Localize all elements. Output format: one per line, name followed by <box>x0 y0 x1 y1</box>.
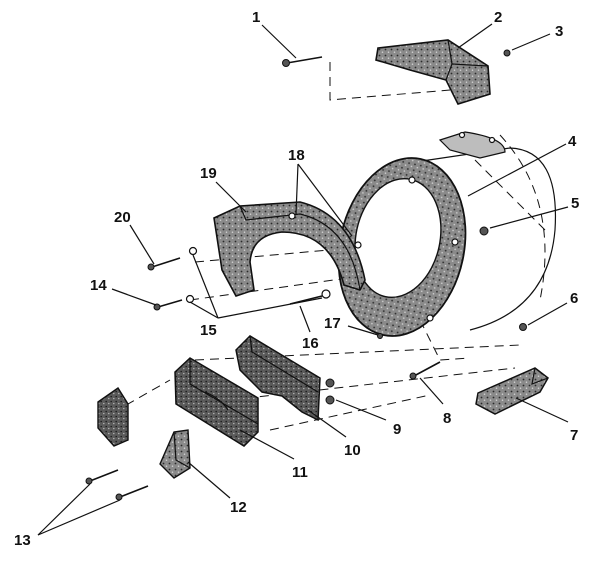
part-2-bracket <box>375 39 491 105</box>
part-20-bolt <box>147 257 181 271</box>
part-3-nut <box>503 49 511 57</box>
part-15-washers <box>185 246 198 304</box>
callout-2: 2 <box>494 9 502 26</box>
part-7-clip <box>475 367 549 415</box>
assembly-lines <box>99 62 546 431</box>
callout-16: 16 <box>302 335 319 352</box>
callout-1: 1 <box>252 9 260 26</box>
part-13-bolts <box>85 469 149 501</box>
callout-4: 4 <box>568 133 577 150</box>
part-1-bolt <box>282 56 323 67</box>
callout-7: 7 <box>570 427 578 444</box>
callout-10: 10 <box>344 442 361 459</box>
callout-12: 12 <box>230 499 247 516</box>
callout-15: 15 <box>200 322 217 339</box>
callout-20: 20 <box>114 209 131 226</box>
callout-numbers: 1 2 3 4 5 6 7 8 9 10 11 12 13 14 15 16 1… <box>14 9 579 549</box>
callout-18: 18 <box>288 147 305 164</box>
part-5-nut <box>479 226 489 236</box>
part-6-nut <box>519 323 527 331</box>
callout-6: 6 <box>570 290 578 307</box>
callout-9: 9 <box>393 421 401 438</box>
part-12-small-bracket <box>159 429 191 479</box>
part-10-plate <box>235 335 321 422</box>
part-11-block <box>174 357 259 447</box>
callout-14: 14 <box>90 277 107 294</box>
part-4-drum-housing <box>337 131 557 337</box>
left-side-bracket <box>97 387 129 447</box>
part-16-bolt <box>289 289 331 305</box>
callout-3: 3 <box>555 23 563 40</box>
part-14-bolt <box>153 299 183 311</box>
part-9-nuts <box>325 378 335 405</box>
callout-17: 17 <box>324 315 341 332</box>
callout-8: 8 <box>443 410 451 427</box>
part-19-arch-bracket <box>213 201 366 297</box>
callout-11: 11 <box>292 464 308 481</box>
callout-19: 19 <box>200 165 217 182</box>
callout-13: 13 <box>14 532 31 549</box>
leader-lines <box>37 23 569 536</box>
callout-5: 5 <box>571 195 579 212</box>
part-8-bolt <box>409 361 441 380</box>
part-17-screw <box>377 333 383 339</box>
